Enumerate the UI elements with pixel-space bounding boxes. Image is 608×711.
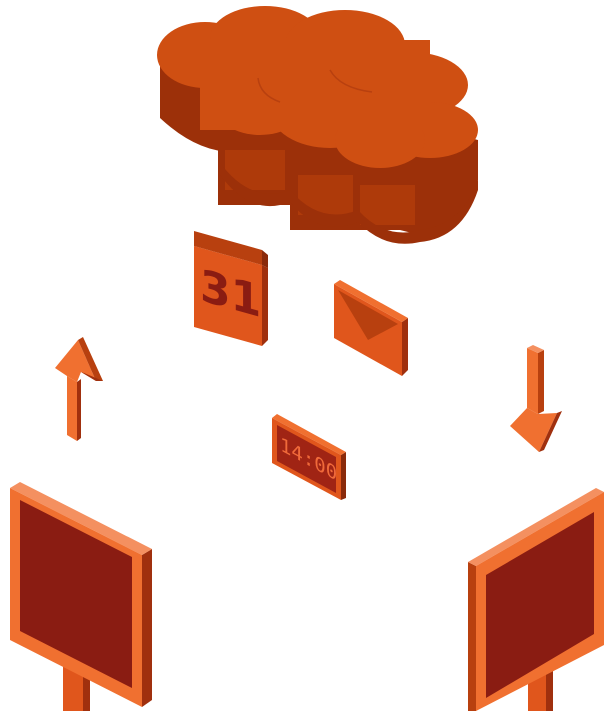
right-display-icon [468, 488, 604, 711]
left-display-icon [10, 482, 152, 711]
envelope-icon [334, 280, 408, 376]
download-arrow-icon [510, 345, 562, 452]
upload-arrow-icon [55, 337, 103, 441]
cloud-icon [157, 6, 478, 244]
calendar-icon: 31 [194, 231, 268, 346]
clock-icon: 14:00 [272, 414, 346, 500]
